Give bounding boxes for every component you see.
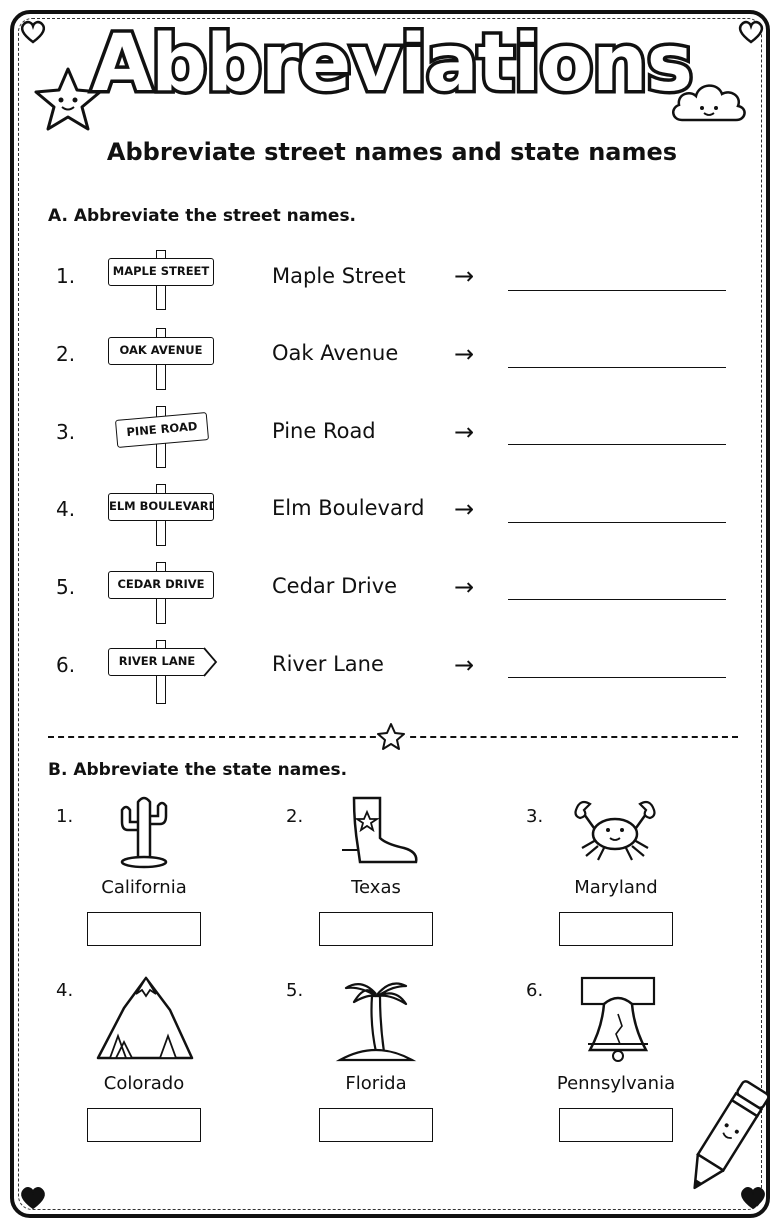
state-number: 1. — [56, 806, 74, 827]
street-sign: OAK AVENUE — [108, 337, 214, 365]
answer-box[interactable] — [319, 912, 433, 946]
mountains-icon — [96, 976, 194, 1060]
page-inner-border — [18, 18, 762, 1210]
heart-icon — [21, 1187, 45, 1210]
section-b-heading: B. Abbreviate the state names. — [48, 760, 348, 780]
street-number: 1. — [56, 264, 76, 288]
street-name: Pine Road — [272, 419, 376, 443]
answer-line[interactable] — [508, 367, 726, 368]
street-sign: MAPLE STREET — [108, 258, 214, 286]
street-name: Maple Street — [272, 264, 406, 288]
page-subtitle: Abbreviate street names and state names — [106, 138, 678, 166]
cloud-icon — [672, 84, 746, 122]
heart-icon — [20, 20, 46, 44]
pencil-icon — [693, 1080, 770, 1190]
arrow-icon: → — [454, 262, 475, 290]
answer-box[interactable] — [559, 1108, 673, 1142]
section-a-heading: A. Abbreviate the street names. — [48, 206, 357, 226]
answer-line[interactable] — [508, 677, 726, 678]
street-number: 4. — [56, 497, 76, 521]
palm-tree-icon — [335, 982, 417, 1062]
answer-box[interactable] — [559, 912, 673, 946]
street-name: Oak Avenue — [272, 341, 399, 365]
street-number: 6. — [56, 653, 76, 677]
street-name: Elm Boulevard — [272, 496, 425, 520]
state-number: 2. — [286, 806, 304, 827]
state-name: Pennsylvania — [556, 1073, 676, 1094]
arrow-icon: → — [454, 340, 475, 368]
state-name: Florida — [345, 1073, 407, 1094]
arrow-icon: → — [454, 573, 475, 601]
state-name: Texas — [351, 877, 401, 898]
street-number: 5. — [56, 575, 76, 599]
street-name: Cedar Drive — [272, 574, 398, 598]
state-number: 3. — [526, 806, 544, 827]
heart-icon — [741, 1187, 765, 1210]
answer-line[interactable] — [508, 444, 726, 445]
answer-line[interactable] — [508, 522, 726, 523]
star-icon — [34, 67, 102, 131]
state-number: 4. — [56, 980, 74, 1001]
arrow-icon: → — [454, 651, 475, 679]
street-sign: CEDAR DRIVE — [108, 571, 214, 599]
heart-icon — [738, 20, 764, 44]
street-sign: ELM BOULEVARD — [108, 493, 214, 521]
street-number: 3. — [56, 420, 76, 444]
street-name: River Lane — [272, 652, 384, 676]
liberty-bell-icon — [580, 976, 656, 1062]
answer-line[interactable] — [508, 290, 726, 291]
page-title: Abbreviations — [88, 18, 696, 111]
cowboy-boot-icon — [342, 796, 418, 864]
street-number: 2. — [56, 342, 76, 366]
arrow-icon: → — [454, 418, 475, 446]
state-number: 5. — [286, 980, 304, 1001]
state-name: Colorado — [103, 1073, 185, 1094]
answer-box[interactable] — [87, 1108, 201, 1142]
sign-arrow-tip — [203, 647, 218, 677]
state-number: 6. — [526, 980, 544, 1001]
answer-line[interactable] — [508, 599, 726, 600]
arrow-icon: → — [454, 495, 475, 523]
page-border — [10, 10, 770, 1218]
state-name: Maryland — [574, 877, 658, 898]
star-icon — [376, 722, 406, 752]
state-name: California — [101, 877, 187, 898]
street-sign: RIVER LANE — [108, 648, 206, 676]
crab-icon — [574, 800, 656, 861]
answer-box[interactable] — [319, 1108, 433, 1142]
answer-box[interactable] — [87, 912, 201, 946]
cactus-icon — [120, 796, 168, 869]
